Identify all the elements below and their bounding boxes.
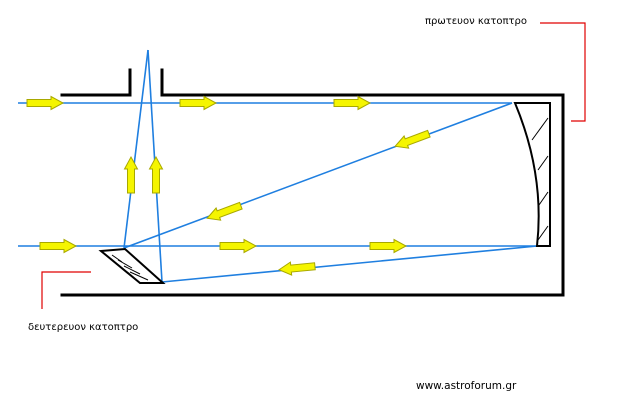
- arrow-icon: [26, 96, 64, 110]
- arrow-icon: [277, 259, 317, 277]
- arrow-icon: [124, 156, 138, 194]
- arrow-icon: [369, 239, 407, 253]
- primary-mirror-hatch: [531, 117, 549, 241]
- secondary-mirror-hatch: [111, 254, 149, 281]
- primary-mirror: [513, 102, 551, 247]
- arrow-icon: [392, 127, 432, 153]
- focus-ray-left: [123, 49, 149, 249]
- reflected-ray-top: [123, 102, 513, 249]
- direction-arrows: [26, 96, 432, 277]
- arrow-icon: [39, 239, 77, 253]
- light-rays: [18, 49, 538, 283]
- arrow-icon: [333, 96, 371, 110]
- secondary-mirror: [98, 247, 166, 284]
- secondary-mirror-leader: [41, 271, 91, 309]
- secondary-mirror-label: δευτερευον κατοπτρο: [28, 322, 139, 333]
- reflected-ray-bottom: [161, 245, 538, 283]
- leader-lines: [41, 22, 586, 309]
- arrow-icon: [179, 96, 217, 110]
- primary-mirror-leader: [540, 22, 586, 122]
- concave-mirror-icon: [513, 102, 551, 247]
- credit-text: www.astroforum.gr: [416, 380, 517, 392]
- arrow-icon: [149, 156, 163, 194]
- arrow-icon: [219, 239, 257, 253]
- flat-mirror-icon: [98, 247, 166, 284]
- telescope-tube: [60, 68, 565, 297]
- primary-mirror-label: πρωτευον κατοπτρο: [425, 16, 527, 27]
- arrow-icon: [204, 199, 244, 225]
